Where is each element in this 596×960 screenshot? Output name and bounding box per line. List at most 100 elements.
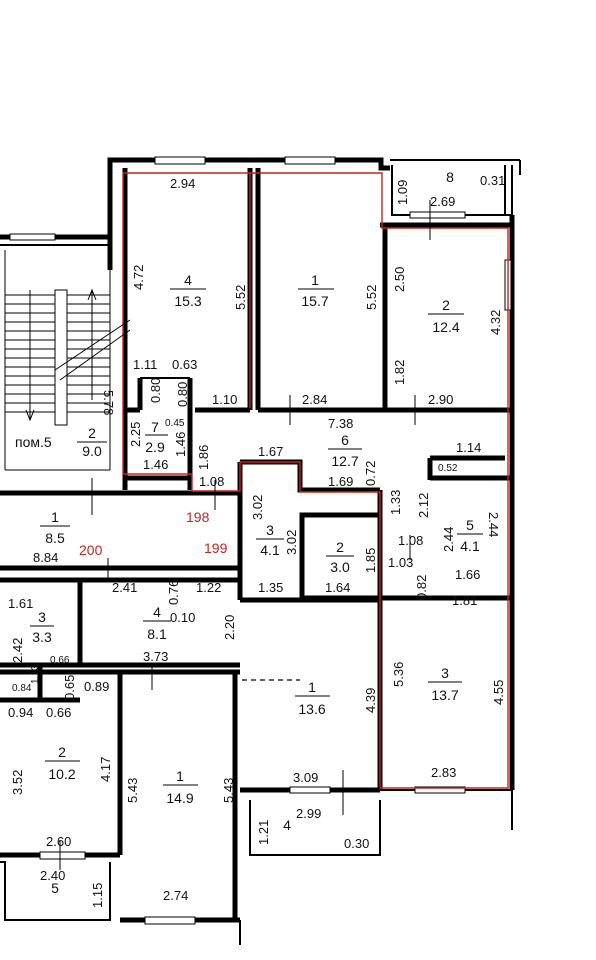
dimension: 0.89 (84, 679, 109, 694)
room-area: 9.0 (82, 443, 102, 459)
dimension: 0.10 (170, 610, 195, 625)
dimension: 2.44 (441, 527, 456, 552)
dimension: 2.25 (128, 422, 143, 447)
dimension: 0.45 (165, 418, 185, 429)
dimension: 0.52 (438, 463, 458, 474)
dimension: 4.72 (131, 265, 146, 290)
unit-outline (122, 172, 509, 789)
dimension-labels: 2.94 0.31 2.69 1.11 0.63 1.10 2.84 2.90 … (8, 173, 505, 903)
dimension-labels-vertical: 4.72 5.52 5.52 2.50 4.32 1.09 5.78 0.80 … (10, 180, 506, 908)
dimension: 2.42 (10, 638, 25, 663)
dimension: 1.13 (30, 664, 41, 684)
dimension: 1.46 (143, 457, 168, 472)
dimension: 5.43 (221, 778, 236, 803)
room-number: 4 (283, 817, 291, 833)
dimension: 0.30 (344, 836, 369, 851)
dimension: 0.80 (175, 382, 190, 407)
dimension: 0.66 (50, 655, 70, 666)
dimension: 2.40 (40, 868, 65, 883)
dimension: 2.94 (170, 176, 195, 191)
room-number: 7 (151, 419, 159, 435)
room-number: 1 (51, 509, 59, 525)
dimension: 0.80 (148, 378, 163, 403)
dimension: 2.69 (430, 194, 455, 209)
room-number: 2 (58, 744, 66, 760)
room-area: 4.1 (260, 542, 280, 558)
dimension: 0.82 (414, 575, 429, 600)
staircase (4, 250, 131, 471)
dimension: 3.02 (250, 495, 265, 520)
dimension: 4.39 (363, 688, 378, 713)
dimension: 1.66 (455, 567, 480, 582)
dimension: 4.55 (491, 680, 506, 705)
dimension: 2.20 (222, 615, 237, 640)
dimension: 2.12 (416, 493, 431, 518)
dimension: 2.50 (392, 267, 407, 292)
room-area: 12.7 (331, 453, 358, 469)
dimension: 1.33 (388, 490, 403, 515)
dimension: 8.84 (33, 550, 58, 565)
dimension: 3.09 (293, 770, 318, 785)
dimension: 1.67 (258, 444, 283, 459)
room-number: 5 (51, 880, 59, 896)
dimension: 3.73 (143, 649, 168, 664)
dimension: 1.14 (456, 440, 481, 455)
dimension: 1.11 (133, 357, 157, 372)
room-number: 6 (341, 432, 349, 448)
room-area: 8.5 (45, 530, 65, 546)
room-number: 4 (184, 272, 192, 288)
dimension: 1.61 (8, 596, 33, 611)
dimension: 0.84 (12, 683, 32, 694)
room-number: 1 (311, 272, 319, 288)
room-number: 1 (308, 679, 316, 695)
dimension: 0.72 (363, 461, 378, 486)
room-area: 13.7 (431, 687, 458, 703)
room-area: 12.4 (432, 319, 459, 335)
dimension: 1.81 (452, 593, 477, 608)
dimension: 1.85 (363, 548, 378, 573)
dimension: 1.86 (196, 445, 211, 470)
room-area: 3.0 (330, 559, 350, 575)
dimension: 1.03 (388, 555, 413, 570)
dimension: 1.82 (392, 360, 407, 385)
dimension: 5.52 (364, 285, 379, 310)
dimension: 5.52 (233, 285, 248, 310)
dimension: 7.38 (328, 416, 353, 431)
dimension: 1.08 (199, 474, 224, 489)
dimension: 2.90 (428, 392, 453, 407)
room-area: 14.9 (166, 790, 193, 806)
dimension: 0.66 (46, 705, 71, 720)
room-number: 1 (176, 768, 184, 784)
room-area: 4.1 (460, 538, 480, 554)
dimension: 1.21 (256, 820, 271, 845)
dimension: 1.15 (90, 883, 105, 908)
dimension: 2.83 (431, 765, 456, 780)
room-area: 10.2 (48, 766, 75, 782)
dimension: 3.02 (284, 530, 299, 555)
dimension: 5.43 (125, 778, 140, 803)
dimension: 1.64 (325, 580, 350, 595)
room-number: 2 (442, 297, 450, 313)
stair-room-label: пом.5 (15, 434, 52, 450)
dimension: 1.09 (395, 180, 410, 205)
room-area: 13.6 (298, 701, 325, 717)
room-number: 3 (266, 522, 274, 538)
room-number: 3 (38, 609, 46, 625)
room-number: 8 (446, 169, 454, 185)
dimension: 0.65 (62, 675, 77, 700)
index-label: 200 (79, 542, 103, 558)
dimension: 1.08 (398, 533, 423, 548)
red-index-labels: 198 199 200 (79, 509, 228, 558)
dimension: 2.44 (486, 512, 501, 537)
dimension-ticks (59, 200, 431, 870)
dimension: 1.22 (196, 580, 221, 595)
room-number: 2 (88, 425, 96, 441)
dimension: 4.32 (488, 310, 503, 335)
dimension: 2.60 (46, 834, 71, 849)
dimension: 1.10 (212, 392, 237, 407)
dimension: 1.46 (173, 432, 188, 457)
dimension: 5.78 (101, 390, 116, 415)
index-label: 199 (204, 540, 228, 556)
dimension: 1.35 (258, 580, 283, 595)
